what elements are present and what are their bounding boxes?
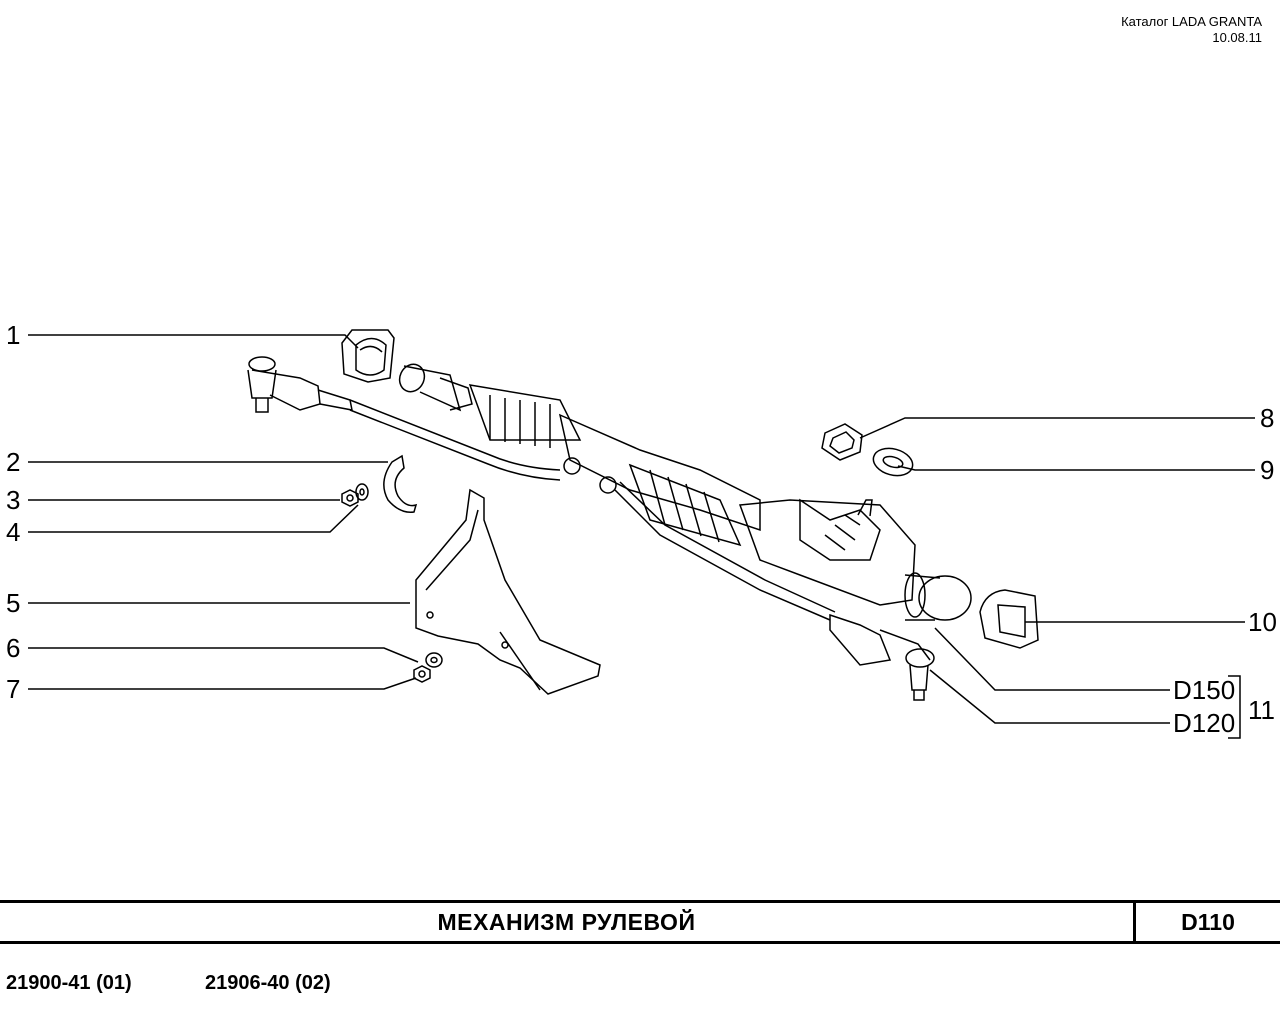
assembly-title: МЕХАНИЗМ РУЛЕВОЙ: [437, 909, 696, 935]
leader-line-7: [28, 677, 417, 690]
variant-2: 21906-40 (02): [205, 972, 331, 994]
leader-line-6: [28, 647, 419, 663]
callout-6: 6: [6, 633, 21, 663]
left-end-cap: [398, 363, 473, 412]
title-bar: МЕХАНИЗМ РУЛЕВОЙ D110: [0, 900, 1280, 944]
callout-3: 3: [6, 485, 21, 515]
bracket-11: [1228, 675, 1241, 739]
bushing-part-10: [979, 589, 1039, 649]
clamp-part-2: [383, 454, 418, 513]
leader-line-9: [897, 465, 1255, 471]
callout-5: 5: [6, 588, 21, 618]
leader-line-1: [28, 334, 359, 349]
right-bellows: [628, 463, 742, 547]
callout-d120: D120: [1173, 708, 1236, 738]
section-code: D110: [1181, 909, 1235, 935]
catalog-date: 10.08.11: [1212, 30, 1262, 45]
steering-gear-housing: [738, 498, 972, 621]
title-divider: [1133, 903, 1136, 941]
callout-2: 2: [6, 447, 21, 477]
bushing-part-1: [341, 329, 395, 383]
gasket-part-8: [821, 423, 863, 461]
nut-part-3: [341, 489, 359, 507]
right-tie-rod: [614, 489, 831, 621]
left-tie-rod-end: [247, 356, 353, 413]
leader-line-d120: [929, 669, 1170, 724]
mounting-bolts: [563, 457, 617, 494]
variant-1: 21900-41 (01): [6, 972, 132, 994]
callout-10: 10: [1248, 607, 1277, 637]
nut-part-7: [413, 665, 431, 683]
leader-line-8: [859, 417, 1255, 439]
left-tie-rod: [349, 399, 561, 471]
left-bellows: [468, 384, 582, 448]
callout-1: 1: [6, 320, 21, 350]
rack-housing: [558, 413, 761, 532]
washer-part-6: [425, 652, 443, 668]
callout-d150: D150: [1173, 675, 1236, 705]
callout-9: 9: [1260, 455, 1275, 485]
catalog-name: Каталог LADA GRANTA: [1121, 14, 1262, 29]
right-tie-rod-end: [829, 613, 935, 701]
washer-part-4: [355, 483, 369, 501]
callout-8: 8: [1260, 403, 1275, 433]
leader-line-d150: [934, 627, 1170, 691]
leader-line-4: [28, 504, 359, 533]
shield-bracket-part-5: [415, 488, 601, 695]
callout-11: 11: [1248, 695, 1275, 725]
seal-part-9: [872, 447, 914, 477]
callout-4: 4: [6, 517, 21, 547]
callout-7: 7: [6, 674, 21, 704]
catalog-header: Каталог LADA GRANTA 10.08.11: [1121, 14, 1262, 46]
